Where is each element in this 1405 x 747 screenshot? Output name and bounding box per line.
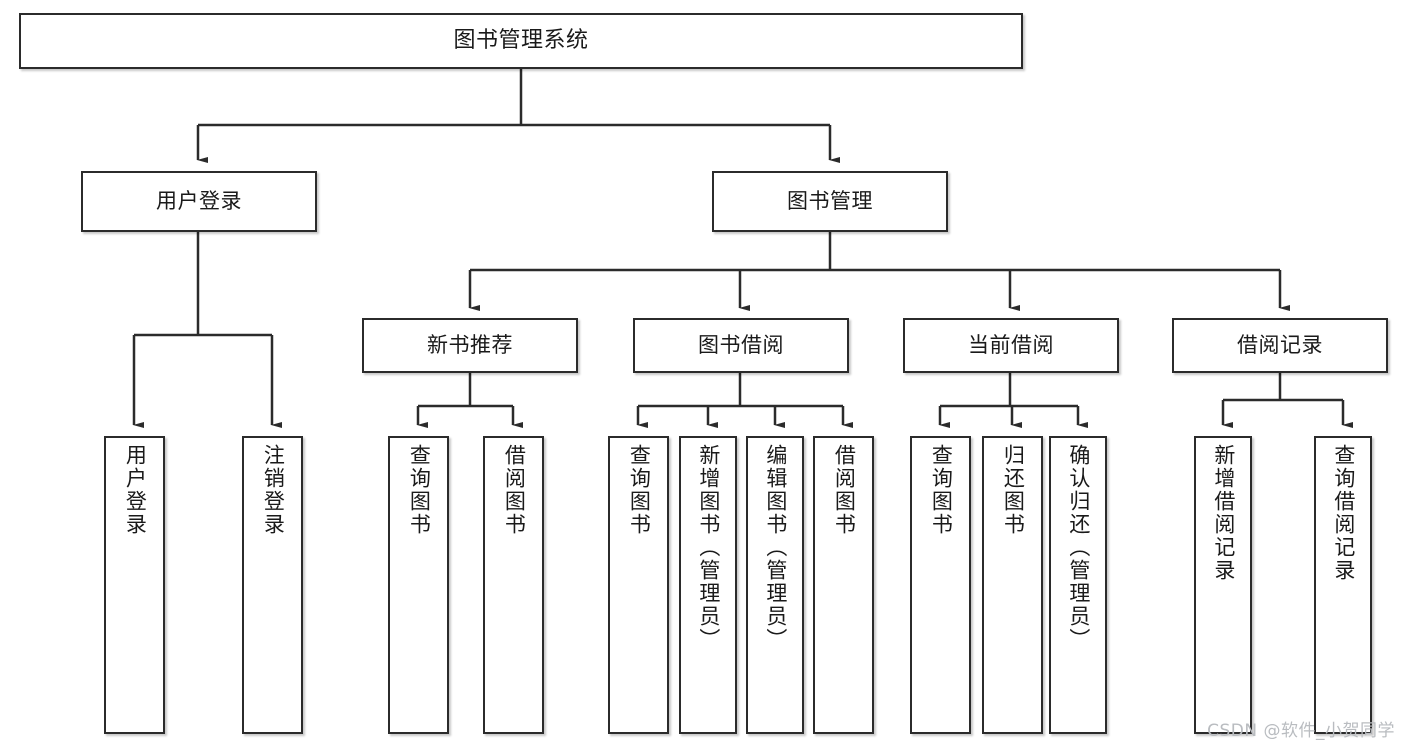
node-leaf-user-login-label: 用户登录	[123, 444, 148, 536]
node-leaf-confirm-return-label: 确认归还（管理员）	[1066, 444, 1091, 651]
node-root[interactable]: 图书管理系统	[19, 13, 1023, 69]
node-current-borrow[interactable]: 当前借阅	[903, 318, 1119, 373]
node-book-management[interactable]: 图书管理	[712, 171, 948, 232]
node-user-login[interactable]: 用户登录	[81, 171, 317, 232]
node-leaf-edit-book-label: 编辑图书（管理员）	[763, 444, 788, 651]
node-leaf-borrow-book-label: 借阅图书	[832, 444, 857, 536]
node-leaf-logout-label: 注销登录	[261, 444, 286, 536]
node-book-management-label: 图书管理	[787, 189, 873, 214]
node-leaf-query-book-rec[interactable]: 查询图书	[388, 436, 449, 734]
node-leaf-borrow-book-rec[interactable]: 借阅图书	[483, 436, 544, 734]
node-leaf-query-record-label: 查询借阅记录	[1331, 444, 1356, 582]
node-new-book-recommend[interactable]: 新书推荐	[362, 318, 578, 373]
node-leaf-query-record[interactable]: 查询借阅记录	[1314, 436, 1372, 734]
node-leaf-borrow-book-rec-label: 借阅图书	[502, 444, 527, 536]
node-new-book-recommend-label: 新书推荐	[427, 333, 513, 358]
node-leaf-borrow-book[interactable]: 借阅图书	[813, 436, 874, 734]
node-leaf-add-record-label: 新增借阅记录	[1211, 444, 1236, 582]
node-leaf-query-book-rec-label: 查询图书	[407, 444, 432, 536]
node-book-borrow[interactable]: 图书借阅	[633, 318, 849, 373]
node-leaf-return-book[interactable]: 归还图书	[982, 436, 1043, 734]
node-leaf-add-book-label: 新增图书（管理员）	[696, 444, 721, 651]
node-borrow-record[interactable]: 借阅记录	[1172, 318, 1388, 373]
node-leaf-query-book-borrow-label: 查询图书	[627, 444, 652, 536]
node-leaf-add-record[interactable]: 新增借阅记录	[1194, 436, 1252, 734]
node-leaf-add-book[interactable]: 新增图书（管理员）	[679, 436, 737, 734]
node-leaf-query-book-current[interactable]: 查询图书	[910, 436, 971, 734]
node-leaf-logout[interactable]: 注销登录	[242, 436, 303, 734]
node-user-login-label: 用户登录	[156, 189, 242, 214]
node-current-borrow-label: 当前借阅	[968, 333, 1054, 358]
node-leaf-edit-book[interactable]: 编辑图书（管理员）	[746, 436, 804, 734]
node-leaf-confirm-return[interactable]: 确认归还（管理员）	[1049, 436, 1107, 734]
node-borrow-record-label: 借阅记录	[1237, 333, 1323, 358]
csdn-watermark: CSDN @软件_小贺同学	[1207, 721, 1395, 741]
node-leaf-return-book-label: 归还图书	[1001, 444, 1026, 536]
node-leaf-query-book-current-label: 查询图书	[929, 444, 954, 536]
node-leaf-query-book-borrow[interactable]: 查询图书	[608, 436, 669, 734]
node-leaf-user-login[interactable]: 用户登录	[104, 436, 165, 734]
node-root-label: 图书管理系统	[453, 28, 589, 54]
node-book-borrow-label: 图书借阅	[698, 333, 784, 358]
